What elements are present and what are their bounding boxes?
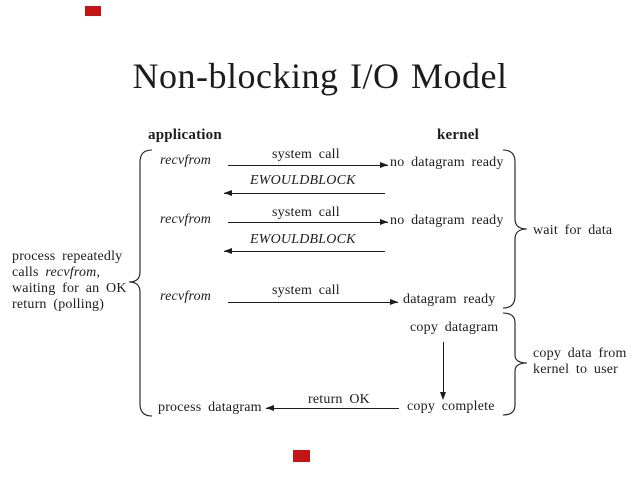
copy-data-brace bbox=[502, 312, 528, 416]
copy-complete-label: copy complete bbox=[407, 399, 495, 414]
system-call-label-1: system call bbox=[272, 147, 340, 162]
ewouldblock-label-1: EWOULDBLOCK bbox=[250, 173, 356, 188]
no-datagram-ready-2: no datagram ready bbox=[390, 213, 504, 228]
arrowhead-right-icon bbox=[390, 299, 398, 305]
arrowhead-left-icon bbox=[224, 248, 232, 254]
arrow-line bbox=[228, 302, 398, 303]
ewouldblock-arrow-2 bbox=[224, 248, 385, 255]
copy-data-note-line1: copy data from bbox=[533, 346, 627, 361]
arrow-line bbox=[224, 193, 385, 194]
ewouldblock-arrow-1 bbox=[224, 190, 385, 197]
column-header-application: application bbox=[148, 127, 222, 143]
return-ok-label: return OK bbox=[308, 392, 370, 407]
system-call-arrow-3 bbox=[228, 299, 398, 306]
polling-note-recvfrom: recvfrom bbox=[45, 265, 97, 280]
polling-note: process repeatedly calls recvfrom, waiti… bbox=[12, 249, 134, 313]
arrow-line bbox=[228, 222, 388, 223]
system-call-label-3: system call bbox=[272, 283, 340, 298]
arrowhead-right-icon bbox=[380, 162, 388, 168]
red-artifact-marker-bottom bbox=[293, 450, 310, 462]
process-datagram-label: process datagram bbox=[158, 400, 262, 415]
recvfrom-label-2: recvfrom bbox=[160, 212, 212, 227]
arrow-line bbox=[266, 408, 399, 409]
datagram-ready-label: datagram ready bbox=[403, 292, 496, 307]
ewouldblock-label-2: EWOULDBLOCK bbox=[250, 232, 356, 247]
system-call-label-2: system call bbox=[272, 205, 340, 220]
arrow-line bbox=[443, 342, 444, 395]
arrowhead-down-icon bbox=[440, 392, 446, 400]
column-header-kernel: kernel bbox=[437, 127, 480, 143]
arrow-line bbox=[228, 165, 388, 166]
recvfrom-label-3: recvfrom bbox=[160, 289, 212, 304]
left-polling-brace bbox=[128, 149, 153, 417]
arrow-line bbox=[224, 251, 385, 252]
copy-datagram-arrow bbox=[440, 342, 447, 400]
arrowhead-left-icon bbox=[266, 405, 274, 411]
system-call-arrow-2 bbox=[228, 219, 388, 226]
return-ok-arrow bbox=[266, 405, 399, 412]
copy-data-note-line2: kernel to user bbox=[533, 362, 618, 377]
no-datagram-ready-1: no datagram ready bbox=[390, 155, 504, 170]
polling-note-line3: waiting for an OK bbox=[12, 281, 127, 296]
recvfrom-label-1: recvfrom bbox=[160, 153, 212, 168]
system-call-arrow-1 bbox=[228, 162, 388, 169]
polling-note-line1: process repeatedly bbox=[12, 249, 123, 264]
slide-title: Non-blocking I/O Model bbox=[132, 56, 508, 96]
wait-for-data-label: wait for data bbox=[533, 223, 613, 238]
copy-datagram-label: copy datagram bbox=[410, 320, 499, 335]
arrowhead-left-icon bbox=[224, 190, 232, 196]
arrowhead-right-icon bbox=[380, 219, 388, 225]
copy-data-note: copy data from kernel to user bbox=[533, 346, 627, 378]
polling-note-line2-post: , bbox=[96, 265, 101, 280]
red-artifact-marker-top bbox=[85, 6, 101, 16]
polling-note-line4: return (polling) bbox=[12, 297, 105, 312]
wait-for-data-brace bbox=[502, 149, 528, 309]
polling-note-line2-pre: calls bbox=[12, 265, 46, 280]
